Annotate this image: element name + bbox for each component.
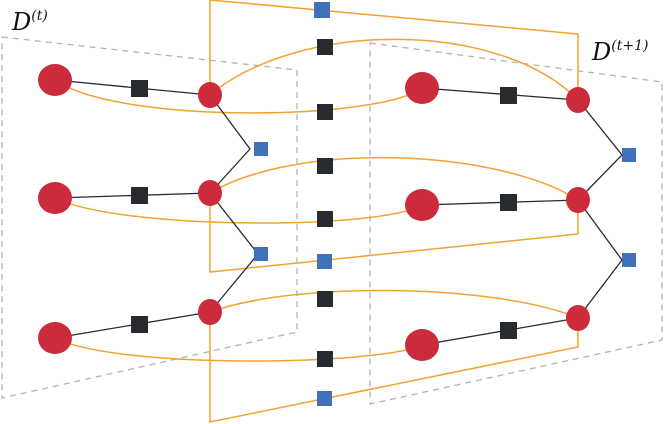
factor-node [131,316,148,333]
curve-bot-lower [54,337,423,362]
factor-node [131,187,148,204]
factor-node [317,104,333,120]
factor-node [317,351,333,367]
factor-node [317,158,333,174]
blue-factor-node [622,253,636,267]
blue-factor-node [314,2,330,18]
variable-node [38,64,72,96]
middle-frame-edge [209,195,579,273]
curve-bot-upper [209,289,579,319]
right-lower-fork-edge [577,199,623,319]
variable-node [198,180,222,206]
right-upper-fork-edge [577,99,623,201]
curve-mid-upper [209,156,579,201]
factor-node [317,291,333,307]
factor-node [500,194,517,211]
bottom-frame-edge [209,312,579,423]
curve-mid-lower [54,197,423,224]
variable-node [38,322,72,354]
factor-node [500,322,517,339]
variable-node [198,82,222,108]
variable-node [38,182,72,214]
curve-top-upper [209,38,579,101]
blue-factor-node [317,391,332,406]
variable-node [198,299,222,325]
blue-factor-node [317,254,332,269]
left-upper-fork-edge [209,94,251,194]
blue-factor-node [254,142,268,156]
right-plane [369,42,663,405]
blue-factor-node [254,247,268,261]
left-plane [1,36,298,399]
factor-node [500,87,517,104]
right-plane-label: D(t+1) [591,38,648,66]
variable-node [405,72,439,104]
left-lower-fork-edge [209,192,259,313]
factor-node [317,211,333,227]
variable-node [566,187,590,213]
left-plane-label: D(t) [11,8,48,36]
curve-top-lower [54,79,423,114]
variable-node [405,329,439,361]
variable-node [405,189,439,221]
variable-node [566,87,590,113]
factor-node [131,80,148,97]
top-frame-edge [209,0,579,100]
blue-factor-node [622,148,636,162]
variable-node [566,305,590,331]
factor-node [317,39,333,55]
